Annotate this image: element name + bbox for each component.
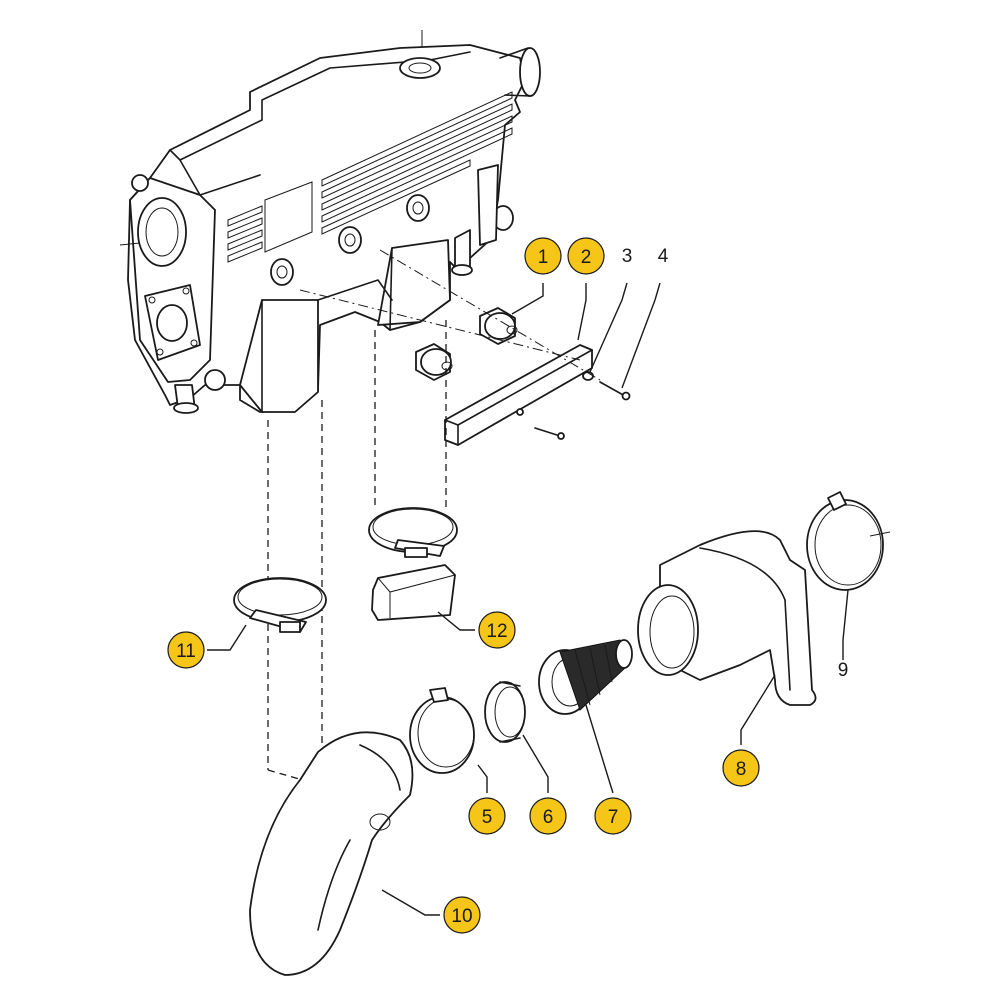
- callout-plain: 9: [838, 660, 849, 681]
- svg-text:7: 7: [608, 807, 619, 828]
- callout-badge: 11: [167, 631, 205, 669]
- callout-badge: 8: [722, 749, 760, 787]
- svg-text:11: 11: [176, 641, 196, 662]
- mounting-bushing-lower: [415, 343, 453, 381]
- hose-clamp: [409, 687, 475, 774]
- mounting-bracket: [444, 344, 593, 446]
- callout-badge: 2: [567, 237, 605, 275]
- callout-badges: 1 2 3 4 5 6 7 8 9 10 11 12: [167, 237, 849, 934]
- svg-text:6: 6: [543, 807, 554, 828]
- svg-text:9: 9: [838, 660, 849, 681]
- svg-text:2: 2: [581, 247, 592, 268]
- bolt: [599, 381, 631, 401]
- svg-text:10: 10: [451, 906, 472, 927]
- hose-clamp-left: [233, 577, 327, 633]
- svg-text:1: 1: [538, 247, 549, 268]
- svg-text:3: 3: [622, 246, 633, 267]
- svg-text:8: 8: [736, 759, 747, 780]
- callout-badge: 6: [529, 797, 567, 835]
- callout-plain: 4: [658, 246, 669, 267]
- filter-housing: [637, 530, 817, 706]
- rectangular-seal: [371, 564, 456, 621]
- svg-text:12: 12: [486, 621, 507, 642]
- bolt-lower: [516, 408, 565, 440]
- svg-text:5: 5: [482, 807, 493, 828]
- adapter-ring: [484, 681, 526, 743]
- intake-hose: [249, 731, 414, 976]
- callout-badge: 5: [468, 797, 506, 835]
- callout-badge: 12: [478, 611, 516, 649]
- callout-badge: 1: [524, 237, 562, 275]
- engine-manifold-block: [119, 30, 541, 414]
- hose-clamp-upper: [368, 507, 458, 558]
- callout-plain: 3: [622, 246, 633, 267]
- cone-air-filter: [538, 639, 633, 715]
- large-hose-clamp: [806, 491, 891, 591]
- leader-lines: [207, 282, 849, 916]
- callout-badge: 7: [594, 797, 632, 835]
- mounting-bushing-upper: [479, 307, 518, 345]
- svg-text:4: 4: [658, 246, 669, 267]
- callout-badge: 10: [443, 896, 481, 934]
